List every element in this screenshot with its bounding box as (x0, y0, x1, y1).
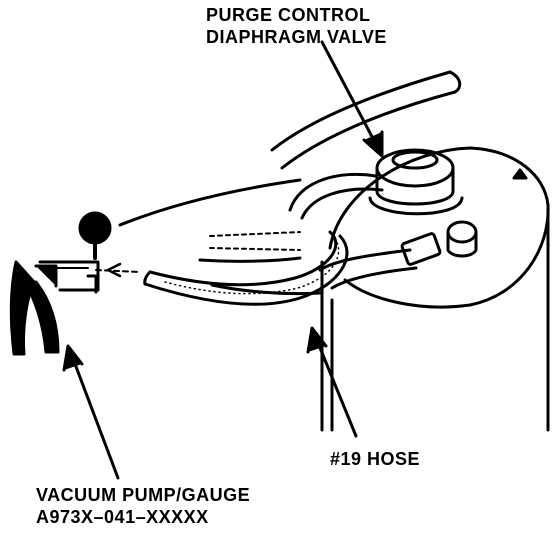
purge-valve (368, 148, 478, 266)
vacuum-pump-label: VACUUM PUMP/GAUGE A973X–041–XXXXX (36, 484, 250, 528)
hose-label: #19 HOSE (330, 449, 421, 469)
connection-arrowhead (106, 262, 122, 278)
background-tube (118, 70, 462, 227)
purge-valve-label-line2: DIAPHRAGM VALVE (206, 27, 387, 47)
canister (320, 146, 550, 432)
valve-hoses (288, 172, 418, 290)
vacuum-pump-label-line2: A973X–041–XXXXX (36, 507, 209, 527)
purge-valve-label-line1: PURGE CONTROL (206, 5, 371, 25)
leader-arrows (62, 40, 384, 480)
vacuum-pump (9, 211, 112, 356)
purge-valve-label: PURGE CONTROL DIAPHRAGM VALVE (206, 4, 387, 48)
hose-19 (143, 230, 349, 306)
vacuum-pump-label-line1: VACUUM PUMP/GAUGE (36, 485, 251, 505)
connection-dashed-line (95, 269, 141, 273)
